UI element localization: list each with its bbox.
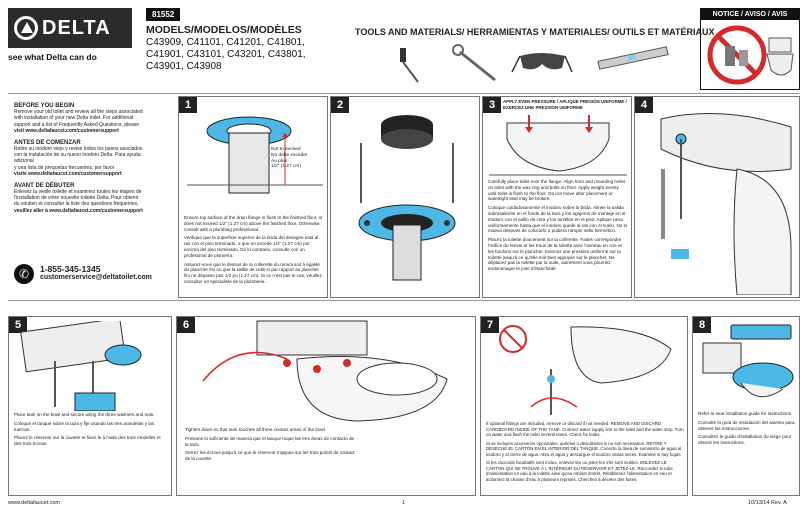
step-1-panel: 1 Not to exceed No debe exceder Au plus … bbox=[178, 96, 328, 298]
intro-line: visite www.deltafaucet.com/customersuppo… bbox=[14, 171, 122, 178]
page-number: 1 bbox=[402, 500, 406, 506]
intro-heading-es: ANTES DE COMENZAR bbox=[14, 139, 81, 146]
wax-ring-bolts-illustration bbox=[358, 115, 456, 281]
intro-heading-en: BEFORE YOU BEGIN bbox=[14, 103, 75, 109]
intro-line: visit www.deltafaucet.com/customersuppor… bbox=[14, 128, 119, 135]
notice-box: NOTICE / AVISO / AVIS bbox=[700, 8, 800, 90]
instruction-en: Ensure top surface of the drain flange i… bbox=[184, 215, 323, 232]
instruction-es: Presione lo suficiente de manera que el … bbox=[185, 435, 355, 447]
drain-flange-illustration bbox=[187, 116, 323, 194]
seat-installation-illustration bbox=[702, 324, 794, 398]
step-3-panel: 3 APPLY EVEN PRESSURE / APLIQUE PRESIÓN … bbox=[482, 96, 632, 298]
step-number: 1 bbox=[179, 97, 197, 113]
callout-line: 1/2" (1.27 cm) bbox=[271, 164, 301, 170]
date-revision: 10/13/14 Rev. A bbox=[748, 500, 787, 506]
step-7-instructions: If optional fittings are included, remov… bbox=[486, 421, 684, 485]
support-phone: 1-855-345-1345 bbox=[40, 264, 101, 274]
instruction-es: Verifique que la superficie superior de … bbox=[184, 235, 319, 258]
intro-section: BEFORE YOU BEGIN Remove your old toilet … bbox=[14, 100, 174, 214]
support-email: customerservice@deltatoilet.com bbox=[40, 274, 152, 281]
instruction-en: Place tank on the bowl and secure using … bbox=[14, 412, 155, 417]
row-divider bbox=[8, 300, 800, 301]
intro-line: support and a list of Frequently Asked Q… bbox=[14, 121, 140, 128]
even-pressure-banner: APPLY EVEN PRESSURE / APLIQUE PRESIÓN UN… bbox=[503, 99, 627, 110]
instruction-en: Tighten down so that tank touches all th… bbox=[185, 427, 327, 432]
instruction-en: If optional fittings are included, remov… bbox=[486, 421, 684, 437]
brand-name: DELTA bbox=[42, 16, 111, 39]
no-chemicals-warning-icon bbox=[707, 25, 794, 85]
intro-line: Enlevez la vieille toilette et examinez … bbox=[14, 188, 142, 195]
step-number: 2 bbox=[331, 97, 349, 113]
instruction-fr: Assurez-vous que le dessus de la collere… bbox=[184, 261, 322, 284]
instruction-fr: Consultez le guide d'installation du siè… bbox=[698, 434, 792, 446]
intro-line: adicional bbox=[14, 158, 34, 165]
step-number: 7 bbox=[481, 317, 499, 333]
notice-title: NOTICE / AVISO / AVIS bbox=[701, 9, 799, 20]
flange-height-callout: Not to exceed No debe exceder Au plus 1/… bbox=[271, 147, 327, 170]
safety-glasses-icon bbox=[511, 53, 573, 73]
instruction-es: Consulte la guía de instalación del asie… bbox=[698, 419, 795, 431]
step-6-instructions: Tighten down so that tank touches all th… bbox=[185, 427, 355, 465]
instruction-fr: Si les raccords facultatifs sont inclus,… bbox=[486, 460, 673, 482]
delta-triangle-icon bbox=[14, 16, 38, 40]
step-number: 8 bbox=[693, 317, 711, 333]
intro-line: Retire su inodoro viejo y revise todos l… bbox=[14, 145, 143, 152]
bolt-caps-illustration bbox=[660, 113, 792, 295]
instruction-fr: Serrez les écrous jusqu'à ce que le rése… bbox=[185, 450, 355, 462]
intro-line: y una lista de preguntas frecuentes, por… bbox=[14, 164, 115, 171]
step-8-instructions: Refer to seat installation guide for ins… bbox=[698, 411, 796, 449]
intro-line: du soutien et consulter la liste des que… bbox=[14, 201, 139, 208]
header-divider bbox=[8, 93, 800, 94]
callout-line: No debe exceder bbox=[271, 152, 308, 158]
intro-line: with installation of your new Delta toil… bbox=[14, 115, 134, 122]
phone-icon: ✆ bbox=[14, 264, 34, 284]
intro-heading-fr: AVANT DE DÉBUTER bbox=[14, 182, 75, 189]
step-8-panel: 8 Refer to seat installation guide for i… bbox=[692, 316, 800, 496]
step-3-instructions: Carefully place toilet over the flange. … bbox=[488, 179, 628, 275]
step-number: 3 bbox=[483, 97, 501, 113]
models-title: MODELS/MODELOS/MODÈLES bbox=[146, 24, 302, 36]
step-5-panel: 5 Place tank on the bowl and secure usin… bbox=[8, 316, 172, 496]
level-tool-icon bbox=[597, 46, 669, 70]
intro-line: Remove your old toilet and review all th… bbox=[14, 109, 143, 115]
instruction-es: Coloque cuidadosamente el inodoro sobre … bbox=[488, 205, 628, 234]
instruction-en: Refer to seat installation guide for ins… bbox=[698, 411, 793, 416]
toilet-placement-illustration bbox=[489, 115, 627, 176]
step-2-panel: 2 bbox=[330, 96, 480, 298]
step-number: 4 bbox=[635, 97, 653, 113]
delta-logo: DELTA bbox=[8, 8, 132, 48]
callout-line: Not to exceed bbox=[271, 147, 301, 152]
step-7-panel: 7 If optional fittings are included, rem… bbox=[480, 316, 688, 496]
intro-line: con la instalación de su nuevo inodoro D… bbox=[14, 152, 141, 159]
step-4-panel: 4 bbox=[634, 96, 800, 298]
tagline: see what Delta can do bbox=[8, 52, 97, 62]
tank-gasket-illustration bbox=[20, 321, 142, 411]
tank-tightening-illustration bbox=[202, 320, 448, 422]
tools-illustration bbox=[400, 44, 669, 83]
step-6-panel: 6 Tighten down so that tank touches all … bbox=[176, 316, 476, 496]
step-number: 6 bbox=[177, 317, 195, 333]
instruction-fr: Placez le réservoir sur la cuvette et fi… bbox=[14, 435, 161, 447]
step-5-instructions: Place tank on the bowl and secure using … bbox=[14, 412, 169, 450]
model-list-line-3: C43901, C43908 bbox=[146, 61, 222, 72]
intro-line: veuillez aller à www.deltafaucet.com/cus… bbox=[14, 207, 143, 214]
wrench-icon bbox=[452, 44, 496, 82]
footer-website: www.deltafaucet.com bbox=[8, 500, 60, 506]
instruction-es: Si se incluyen accesorios opcionales, qu… bbox=[486, 440, 682, 457]
intro-line: l'installation de votre nouvelle toilett… bbox=[14, 195, 139, 202]
tools-title: TOOLS AND MATERIALS/ HERRAMIENTAS Y MATE… bbox=[355, 27, 715, 37]
water-supply-illustration bbox=[499, 325, 672, 415]
model-list-line-1: C43909, C41101, C41201, C41801, bbox=[146, 37, 305, 48]
instruction-en: Carefully place toilet over the flange. … bbox=[488, 179, 626, 202]
model-list-line-2: C41901, C43101, C43201, C43801, bbox=[146, 49, 306, 60]
step-1-instructions: Ensure top surface of the drain flange i… bbox=[184, 215, 324, 288]
document-number: 81552 bbox=[146, 8, 181, 21]
instruction-fr: Placez la toilette doucement sur la coll… bbox=[488, 237, 622, 272]
instruction-es: Coloque el tanque sobre la taza y fije u… bbox=[14, 420, 155, 432]
step-number: 5 bbox=[9, 317, 27, 333]
callout-line: Au plus bbox=[271, 158, 287, 164]
screwdriver-icon bbox=[400, 48, 419, 83]
